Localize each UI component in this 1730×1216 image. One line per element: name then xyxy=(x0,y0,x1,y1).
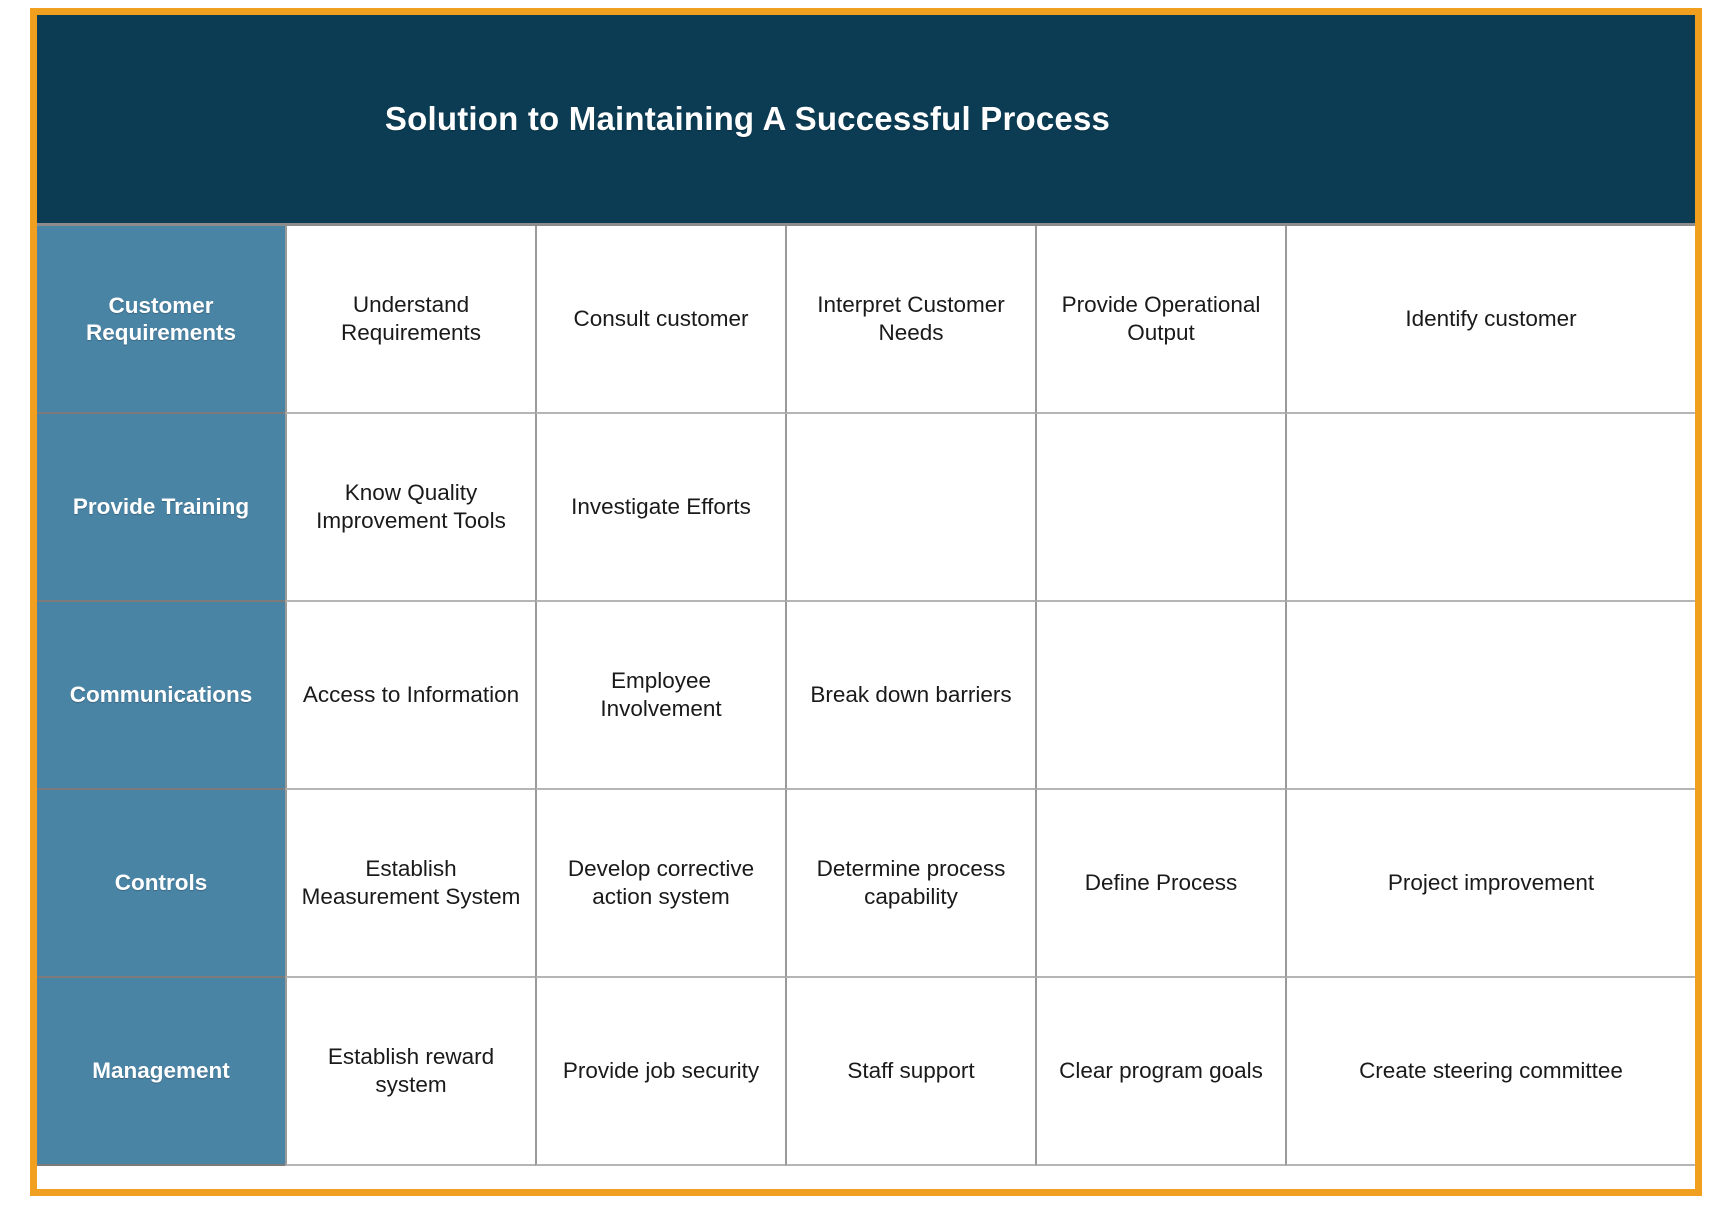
matrix-cell: Project improvement xyxy=(1285,790,1695,978)
matrix-cell: Understand Requirements xyxy=(285,226,535,414)
matrix-cell: Establish reward system xyxy=(285,978,535,1166)
matrix-cell: Access to Information xyxy=(285,602,535,790)
matrix-cell: Staff support xyxy=(785,978,1035,1166)
matrix-cell: Interpret Customer Needs xyxy=(785,226,1035,414)
matrix-cell: Define Process xyxy=(1035,790,1285,978)
matrix-cell: Clear program goals xyxy=(1035,978,1285,1166)
frame-content: Solution to Maintaining A Successful Pro… xyxy=(37,15,1695,1189)
matrix-cell-empty xyxy=(1285,602,1695,790)
matrix-cell: Provide job security xyxy=(535,978,785,1166)
matrix-cell: Establish Measurement System xyxy=(285,790,535,978)
title-banner: Solution to Maintaining A Successful Pro… xyxy=(37,15,1502,226)
matrix-cell-empty xyxy=(785,414,1035,602)
row-header: Customer Requirements xyxy=(37,226,285,414)
orange-frame-border: Solution to Maintaining A Successful Pro… xyxy=(30,8,1702,1196)
matrix-cell: Determine process capability xyxy=(785,790,1035,978)
matrix-cell: Develop corrective action system xyxy=(535,790,785,978)
row-header: Management xyxy=(37,978,285,1166)
matrix-cell: Consult customer xyxy=(535,226,785,414)
matrix-cell: Break down barriers xyxy=(785,602,1035,790)
matrix-cell: Provide Operational Output xyxy=(1035,226,1285,414)
matrix-cell: Identify customer xyxy=(1285,226,1695,414)
row-header: Provide Training xyxy=(37,414,285,602)
row-header: Controls xyxy=(37,790,285,978)
row-header: Communications xyxy=(37,602,285,790)
matrix-cell-empty xyxy=(1035,414,1285,602)
page-title: Solution to Maintaining A Successful Pro… xyxy=(384,100,1111,138)
matrix-cell: Create steering committee xyxy=(1285,978,1695,1166)
matrix-cell: Employee Involvement xyxy=(535,602,785,790)
matrix-cell: Investigate Efforts xyxy=(535,414,785,602)
matrix-cell-empty xyxy=(1035,602,1285,790)
matrix-cell-empty xyxy=(1285,414,1695,602)
matrix-cell: Know Quality Improvement Tools xyxy=(285,414,535,602)
title-banner-filler xyxy=(1502,15,1695,226)
